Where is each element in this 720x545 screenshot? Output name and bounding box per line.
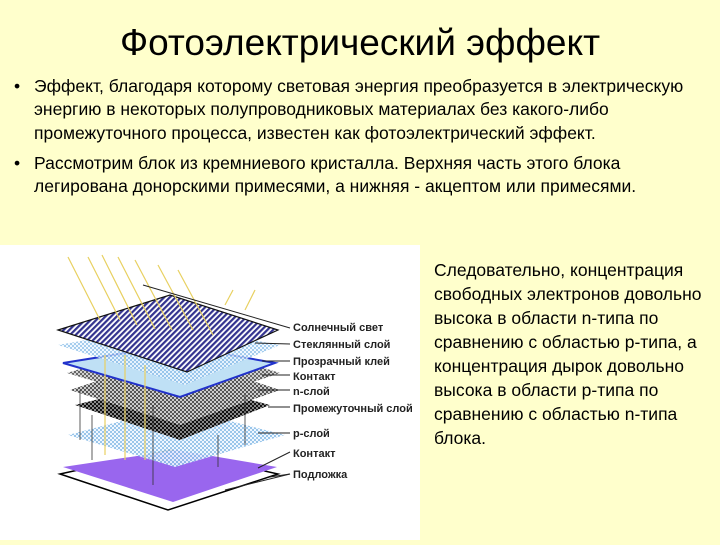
label-glue: Прозрачный клей xyxy=(293,356,390,368)
label-contact-bottom: Контакт xyxy=(293,448,336,460)
bullet-text: Рассмотрим блок из кремниевого кристалла… xyxy=(34,152,637,197)
solar-cell-layers-illustration: Солнечный свет Стеклянный слой Прозрачны… xyxy=(56,254,413,511)
label-n-layer: n-слой xyxy=(293,386,330,398)
label-contact-top: Контакт xyxy=(293,371,336,383)
sunlight-rays xyxy=(67,254,256,460)
bullet-icon: • xyxy=(14,76,21,96)
conclusion-text: Следовательно, концентрация свободных эл… xyxy=(434,260,702,448)
bullet-text: Эффект, благодаря которому световая энер… xyxy=(34,76,684,143)
label-glass: Стеклянный слой xyxy=(293,339,390,351)
label-sunlight: Солнечный свет xyxy=(293,322,384,334)
top-cover-layer xyxy=(56,294,280,373)
bullet-item: • Эффект, благодаря которому световая эне… xyxy=(12,75,712,145)
solar-cell-diagram: Солнечный свет Стеклянный слой Прозрачны… xyxy=(0,245,420,540)
charge-lines xyxy=(79,390,246,485)
bottom-contact-layer xyxy=(63,450,277,502)
leader-lines xyxy=(142,284,291,491)
bullet-icon: • xyxy=(14,152,21,173)
label-substrate: Подложка xyxy=(293,469,348,481)
bullet-list: • Эффект, благодаря которому световая эне… xyxy=(12,75,712,205)
bullet-item: • Рассмотрим блок из кремниевого кристалл… xyxy=(12,152,712,199)
label-p-layer: p-слой xyxy=(293,428,330,440)
label-intermediate: Промежуточный слой xyxy=(293,403,413,415)
slide-title: Фотоэлектрический эффект xyxy=(119,22,601,63)
